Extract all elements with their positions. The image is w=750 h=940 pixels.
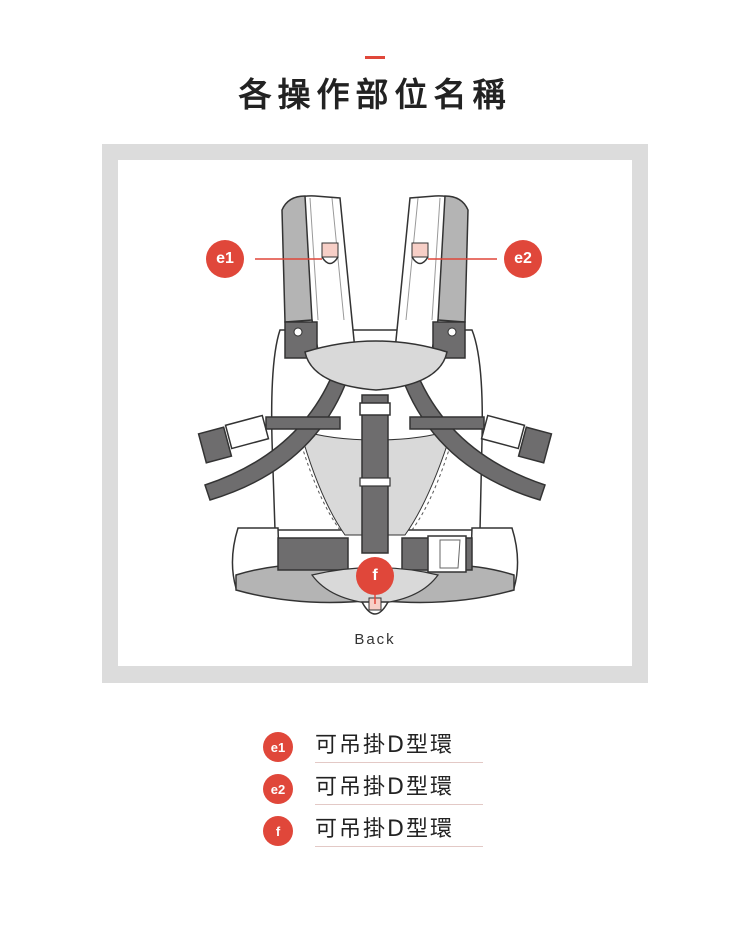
legend-label-f: 可吊掛D型環 (315, 814, 483, 847)
right-shoulder-strap (393, 195, 469, 361)
left-cross-strap (204, 379, 346, 501)
center-strap (359, 394, 391, 554)
e1-ring-tab (321, 242, 339, 258)
chest-pad (304, 340, 448, 391)
legend-badge-f: f (263, 816, 293, 846)
callout-e1-badge: e1 (206, 240, 244, 278)
legend-item-e1: e1 可吊掛D型環 (263, 730, 493, 764)
diagram-caption: Back (354, 631, 396, 648)
e2-d-ring (411, 256, 429, 265)
e2-ring-tab (411, 242, 429, 258)
legend-badge-e2: e2 (263, 774, 293, 804)
left-side-buckle (197, 414, 341, 464)
right-side-buckle (409, 414, 553, 464)
legend-item-f: f 可吊掛D型環 (263, 814, 493, 848)
waist-buckle-detail (439, 539, 461, 569)
page-title: 各操作部位名稱 (238, 75, 512, 114)
left-shoulder-strap (281, 195, 357, 361)
carrier-stitching (299, 439, 453, 531)
legend-badge-e1: e1 (263, 732, 293, 762)
callout-e2-badge: e2 (504, 240, 542, 278)
waist-belt-strap-left (277, 537, 349, 571)
legend-label-e1: 可吊掛D型環 (315, 730, 483, 763)
title-accent-bar (365, 56, 385, 59)
callout-f-badge: f (356, 557, 394, 595)
e1-d-ring (321, 256, 339, 265)
right-cross-strap (404, 379, 546, 501)
legend-item-e2: e2 可吊掛D型環 (263, 772, 493, 806)
legend-label-e2: 可吊掛D型環 (315, 772, 483, 805)
